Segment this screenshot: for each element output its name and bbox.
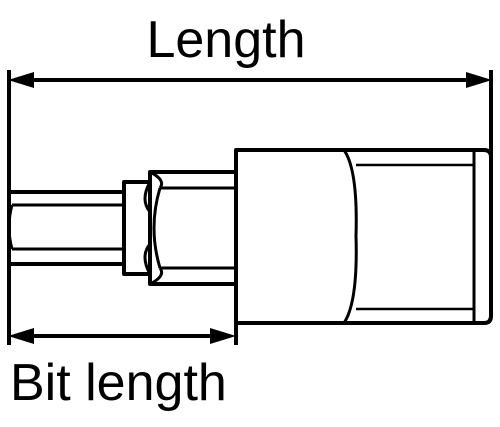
bit-hex-tip (7, 190, 126, 266)
socket (234, 148, 493, 325)
bit-length-label: Bit length (10, 354, 227, 412)
length-arrow-left-icon (8, 72, 34, 88)
length-arrow-right-icon (466, 72, 492, 88)
length-label: Length (146, 11, 305, 69)
socket-body (234, 148, 493, 325)
bit-length-arrow-left-icon (8, 328, 34, 344)
length-dimension (8, 72, 492, 88)
bit-length-arrow-right-icon (210, 328, 236, 344)
bit (7, 170, 238, 286)
bit-length-dimension (8, 328, 236, 344)
